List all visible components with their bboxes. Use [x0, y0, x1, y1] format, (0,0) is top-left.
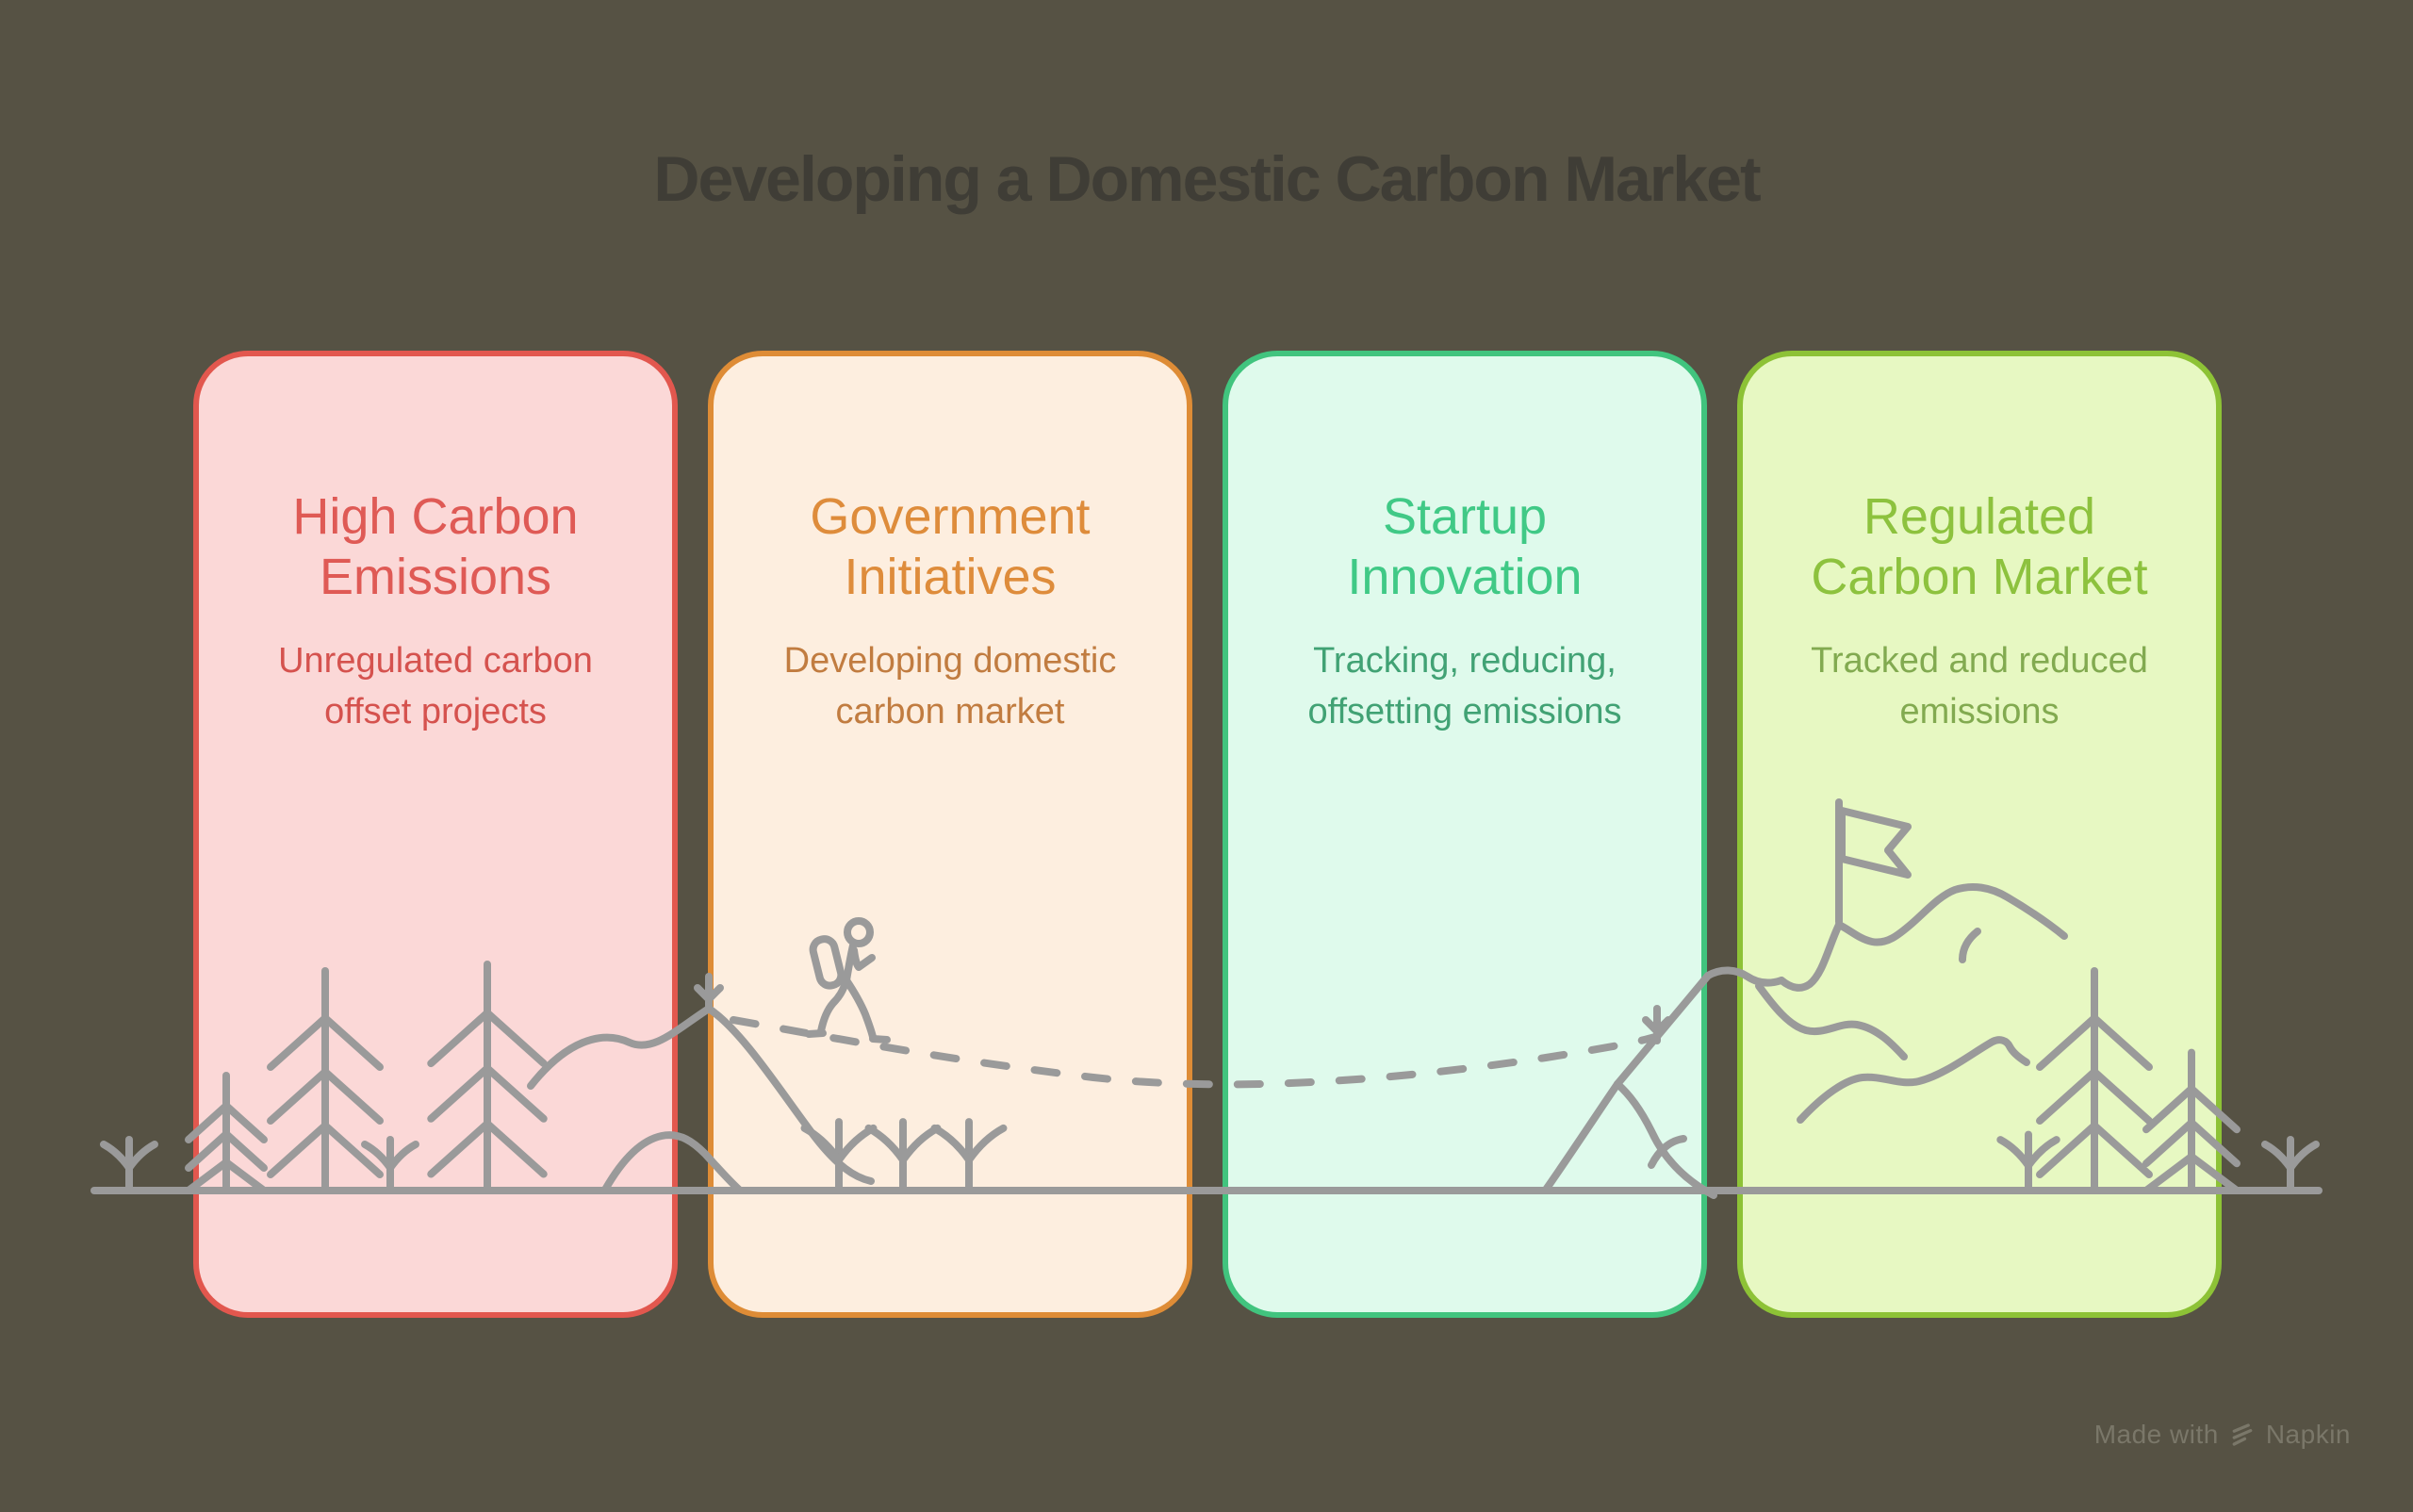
card-heading: High Carbon Emissions — [292, 488, 579, 605]
card-heading: Regulated Carbon Market — [1811, 488, 2148, 605]
card-subtitle: Tracking, reducing, offsetting emissions — [1307, 641, 1622, 731]
card-subtitle: Unregulated carbon offset projects — [278, 641, 593, 731]
card-subtitle: Tracked and reduced emissions — [1811, 641, 2148, 731]
card-subtitle: Developing domestic carbon market — [783, 641, 1117, 731]
card-heading: Startup Innovation — [1347, 488, 1583, 605]
watermark-prefix: Made with — [2093, 1420, 2219, 1449]
sapling-icon — [104, 1140, 155, 1191]
watermark: Made with Napkin — [2094, 1420, 2351, 1450]
card-high-carbon-emissions: High Carbon Emissions Unregulated carbon… — [193, 351, 678, 1318]
card-government-initiatives: Government Initiatives Developing domest… — [708, 351, 1192, 1318]
sapling-icon — [2265, 1140, 2316, 1191]
page-title: Developing a Domestic Carbon Market — [653, 143, 1761, 215]
stage-cards-row: High Carbon Emissions Unregulated carbon… — [193, 351, 2222, 1318]
napkin-logo-icon — [2232, 1423, 2253, 1446]
card-startup-innovation: Startup Innovation Tracking, reducing, o… — [1223, 351, 1707, 1318]
card-heading: Government Initiatives — [810, 488, 1091, 605]
card-regulated-carbon-market: Regulated Carbon Market Tracked and redu… — [1737, 351, 2222, 1318]
watermark-brand: Napkin — [2265, 1420, 2351, 1449]
